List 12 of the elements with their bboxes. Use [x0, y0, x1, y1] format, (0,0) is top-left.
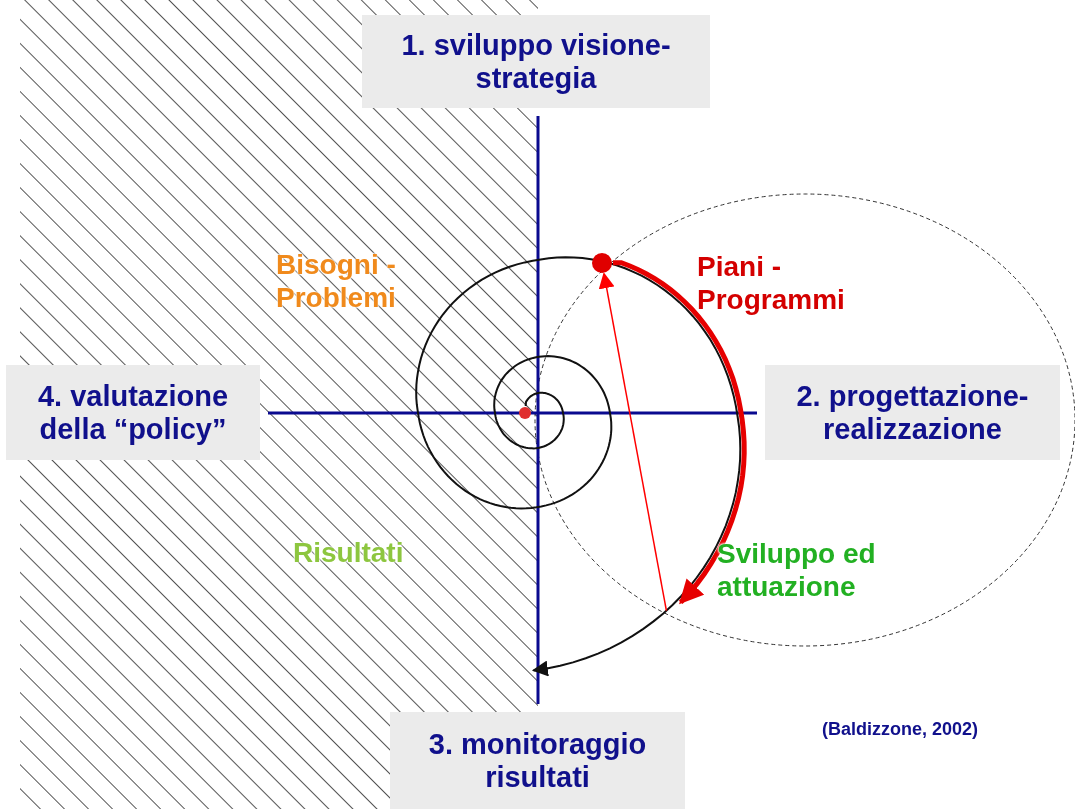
citation: (Baldizzone, 2002) [822, 718, 979, 740]
point-marker [592, 253, 612, 273]
quadrant-label: Piani - Programmi [697, 250, 846, 316]
arrow [598, 272, 668, 612]
stage-label: 4. valutazione della “policy” [6, 365, 260, 460]
quadrant-label: Sviluppo ed attuazione [717, 537, 877, 603]
stage-label: 3. monitoraggio risultati [390, 712, 685, 809]
stage-label: 1. sviluppo visione-strategia [362, 15, 710, 108]
arrow [612, 260, 747, 605]
arrow [415, 256, 742, 677]
point-marker [519, 407, 531, 419]
stage-label: 2. progettazione-realizzazione [765, 365, 1060, 460]
